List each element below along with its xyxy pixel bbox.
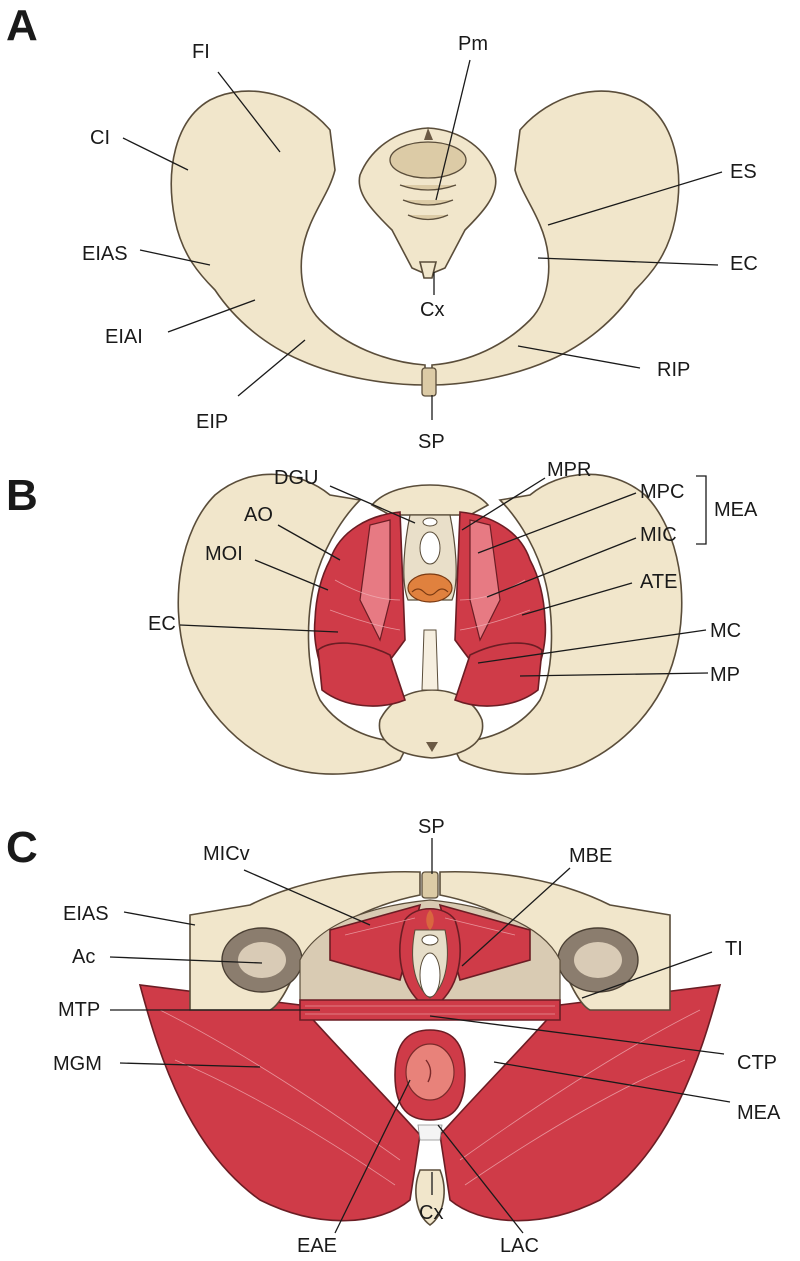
label-sp-c: SP: [418, 816, 445, 838]
label-moi: MOI: [205, 543, 243, 565]
label-ci: CI: [90, 127, 110, 149]
label-eae: EAE: [297, 1235, 337, 1257]
label-ec-a: EC: [730, 253, 758, 275]
label-mp: MP: [710, 664, 740, 686]
label-mea-b: MEA: [714, 499, 758, 521]
label-mpr: MPR: [547, 459, 591, 481]
label-dgu: DGU: [274, 467, 318, 489]
label-rip: RIP: [657, 359, 690, 381]
label-mtp: MTP: [58, 999, 100, 1021]
label-mpc: MPC: [640, 481, 684, 503]
label-fi: FI: [192, 41, 210, 63]
label-lac: LAC: [500, 1235, 539, 1257]
label-mic: MIC: [640, 524, 677, 546]
label-eip: EIP: [196, 411, 228, 433]
panel-letter-a: A: [6, 1, 38, 50]
label-ac: Ac: [72, 946, 95, 968]
label-pm: Pm: [458, 33, 488, 55]
label-eiai: EIAI: [105, 326, 143, 348]
label-cx-a: Cx: [420, 299, 444, 321]
pelvis-bones-a: [171, 91, 678, 396]
label-mc: MC: [710, 620, 741, 642]
label-ao: AO: [244, 504, 273, 526]
panel-b: B: [6, 459, 758, 774]
label-ctp: CTP: [737, 1052, 777, 1074]
panel-c: C: [6, 816, 781, 1257]
panel-letter-b: B: [6, 471, 38, 520]
label-mbe: MBE: [569, 845, 612, 867]
label-micv: MICv: [203, 843, 250, 865]
label-ec-b: EC: [148, 613, 176, 635]
label-ate: ATE: [640, 571, 677, 593]
label-es: ES: [730, 161, 757, 183]
label-ti: TI: [725, 938, 743, 960]
label-mea-c: MEA: [737, 1102, 781, 1124]
label-mgm: MGM: [53, 1053, 102, 1075]
label-cx-c: Cx: [419, 1202, 443, 1224]
label-eias-a: EIAS: [82, 243, 128, 265]
panel-letter-c: C: [6, 823, 38, 872]
label-eias-c: EIAS: [63, 903, 109, 925]
panel-a: A: [6, 1, 758, 453]
label-sp-a: SP: [418, 431, 445, 453]
